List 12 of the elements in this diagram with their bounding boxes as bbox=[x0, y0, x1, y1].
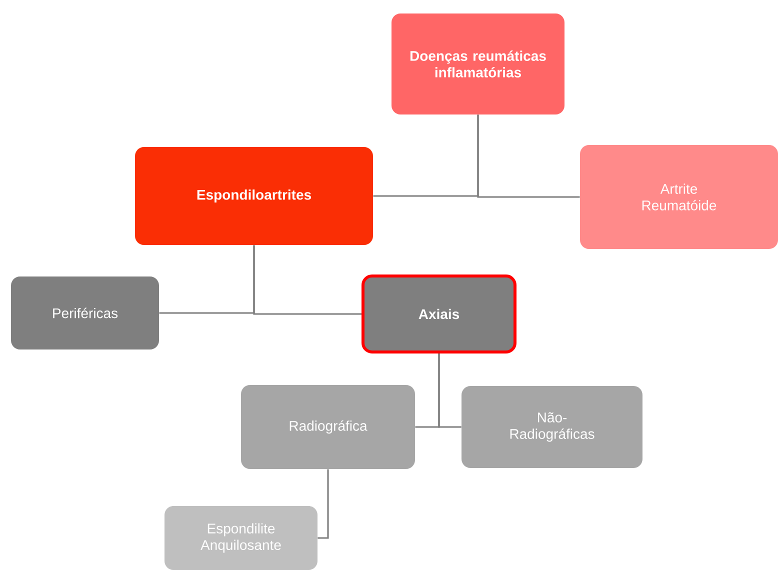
process-box: Espondiloartrites bbox=[135, 147, 373, 245]
process-box: Não-Radiográficas bbox=[462, 386, 642, 468]
process-box: Periféricas bbox=[11, 276, 159, 350]
connector-line bbox=[477, 114, 580, 198]
process-box: Doenças reumáticas inflamatórias bbox=[392, 14, 564, 114]
connector-line bbox=[438, 354, 462, 428]
process-box: Radiográfica bbox=[241, 385, 415, 469]
process-box: Artrite Reumatóide bbox=[580, 145, 778, 249]
process-box: Espondilite Anquilosante bbox=[164, 506, 318, 570]
connector-line bbox=[318, 469, 329, 539]
process-box: Axiais bbox=[362, 274, 516, 354]
connector-line bbox=[253, 245, 362, 315]
